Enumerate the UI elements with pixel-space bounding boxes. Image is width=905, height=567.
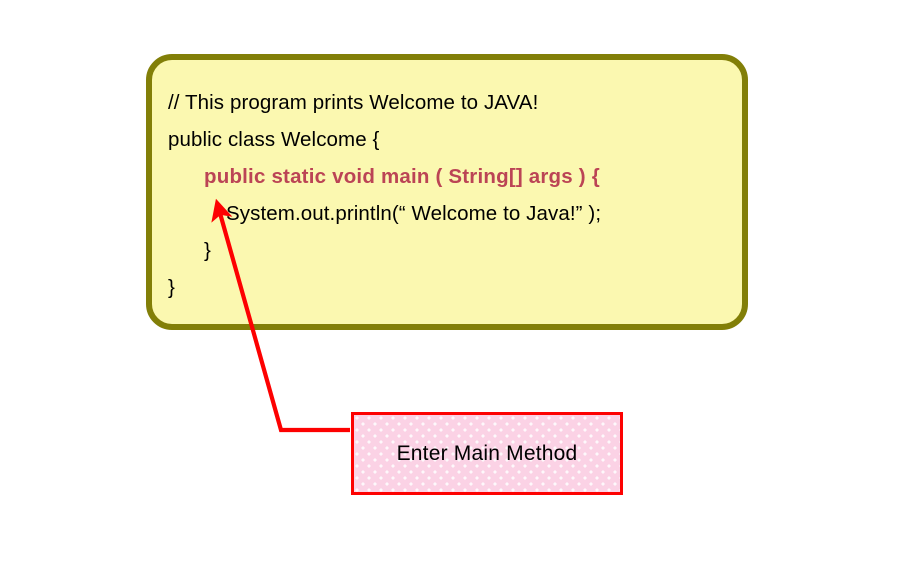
callout-enter-main-method: Enter Main Method [351,412,623,495]
code-lines-container: // This program prints Welcome to JAVA! … [152,60,742,324]
code-snippet-box: // This program prints Welcome to JAVA! … [146,54,748,330]
code-line-println-statement: System.out.println(“ Welcome to Java!” )… [226,202,602,225]
code-line-class-declaration: public class Welcome { [168,128,380,151]
code-line-comment: // This program prints Welcome to JAVA! [168,91,539,114]
code-line-main-method-signature: public static void main ( String[] args … [204,165,600,188]
code-line-class-close-brace: } [168,276,175,299]
code-line-method-close-brace: } [204,239,211,262]
callout-label: Enter Main Method [396,441,578,465]
